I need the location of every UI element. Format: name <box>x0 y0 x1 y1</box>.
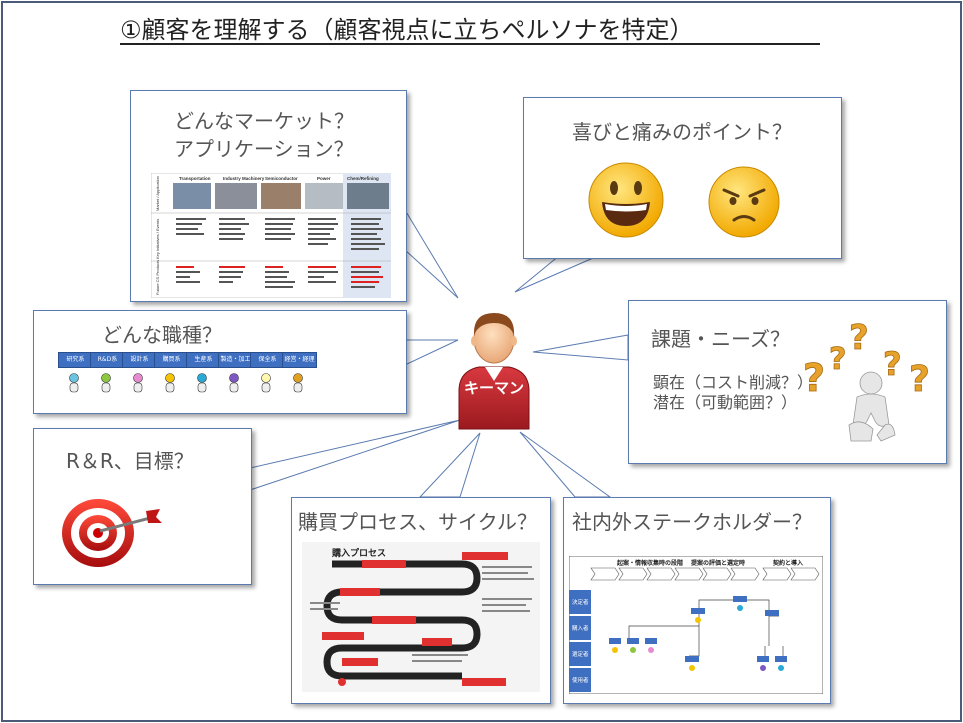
keyman-person-icon <box>458 313 530 430</box>
tail-joy <box>514 254 601 293</box>
tail-job <box>404 339 459 366</box>
callout-issues-needs: 課題・ニーズ？ 顕在（コスト削減？） 潜在（可動範囲？） ? ? ? ? ? <box>628 300 947 464</box>
market-table-thumbnail: Transportation Industry Machinery Semico… <box>151 173 391 298</box>
stakeholder-map-thumbnail: 起案・情報収集時の段階 提案の評価と選定時 契約と導入 決定者 購入者 選定者 … <box>569 556 823 694</box>
purchase-question: 購買プロセス、サイクル？ <box>298 510 537 534</box>
svg-text:?: ? <box>829 342 846 377</box>
purchase-doc-heading: 購入プロセス <box>331 547 386 558</box>
thinking-person-icon: ? ? ? ? ? <box>803 318 930 442</box>
stakeholder-role-3: 使用者 <box>572 676 589 684</box>
tail-rr <box>249 419 461 491</box>
job-tag-rnd: R&D系 <box>90 352 125 368</box>
callout-job-type: どんな職種？ <box>33 310 407 414</box>
tail-issues <box>532 334 629 361</box>
callout-purchase-process: 購買プロセス、サイクル？ 購入プロセス <box>291 497 551 704</box>
callout-joy-pain: 喜びと痛みのポイント？ <box>523 97 842 259</box>
rr-question: R＆R、目標？ <box>66 449 194 473</box>
job-person-icons <box>69 373 303 393</box>
job-tag-manufacturing: 製造・加工系 <box>218 352 253 368</box>
job-type-question: どんな職種？ <box>102 323 222 347</box>
market-header-0: Transportation <box>179 176 211 181</box>
market-header-3: Power <box>317 176 331 181</box>
target-dart-icon <box>62 499 162 567</box>
callout-market: どんなマーケット？ アプリケーション？ Transportation Indus… <box>130 90 407 302</box>
stakeholder-phase-2: 契約と導入 <box>772 559 803 567</box>
tail-stakeholders <box>519 431 612 498</box>
stakeholder-phase-1: 提案の評価と選定時 <box>691 559 745 567</box>
stakeholder-role-0: 決定者 <box>572 598 589 606</box>
market-question-1: どんなマーケット？ <box>174 109 354 133</box>
tail-market <box>404 208 459 299</box>
market-question-2: アプリケーション？ <box>174 137 354 161</box>
job-tag-production: 生産系 <box>186 352 221 368</box>
svg-text:?: ? <box>909 359 930 400</box>
job-tag-design: 設計系 <box>122 352 157 368</box>
slide-title: ①顧客を理解する（顧客視点に立ちペルソナを特定） <box>120 16 694 44</box>
market-row-label-0: Market / Application <box>155 176 160 211</box>
job-tag-maintenance: 保全系 <box>250 352 285 368</box>
keyman-label: キーマン <box>463 379 524 397</box>
market-header-1: Industry Machinery <box>223 176 265 181</box>
callout-rr-goals: R＆R、目標？ <box>33 428 252 585</box>
job-tag-management: 経営・経理系 <box>282 352 317 368</box>
angry-face-icon <box>708 166 780 238</box>
svg-text:?: ? <box>883 345 902 383</box>
stakeholder-role-1: 購入者 <box>572 624 589 632</box>
job-tag-research: 研究系 <box>58 352 93 368</box>
issues-explicit: 顕在（コスト削減？） <box>653 373 814 392</box>
issues-latent: 潜在（可動範囲？） <box>653 393 798 412</box>
market-row-label-1: Key Initiatives / Events <box>155 219 160 259</box>
purchase-process-thumbnail: 購入プロセス <box>302 542 540 692</box>
joy-pain-question: 喜びと痛みのポイント？ <box>572 120 792 144</box>
happy-face-icon <box>588 162 664 238</box>
svg-text:?: ? <box>803 356 825 400</box>
svg-text:?: ? <box>849 318 869 358</box>
issues-question: 課題・ニーズ？ <box>651 327 790 351</box>
callout-stakeholders: 社内外ステークホルダー？ 起案・情報収集時の段階 提案の評価と選定時 契約と導入… <box>563 497 831 704</box>
tail-purchase <box>418 432 481 498</box>
market-header-4: Chem/Refining <box>347 176 379 181</box>
stakeholder-phase-0: 起案・情報収集時の段階 <box>616 559 683 567</box>
stakeholders-question: 社内外ステークホルダー？ <box>572 510 812 534</box>
title-underline <box>120 43 820 45</box>
stakeholder-role-2: 選定者 <box>572 650 589 658</box>
market-row-label-2: Future CS Products <box>155 260 160 295</box>
market-header-2: Semiconductor <box>265 176 298 181</box>
job-tag-purchasing: 購買系 <box>154 352 189 368</box>
